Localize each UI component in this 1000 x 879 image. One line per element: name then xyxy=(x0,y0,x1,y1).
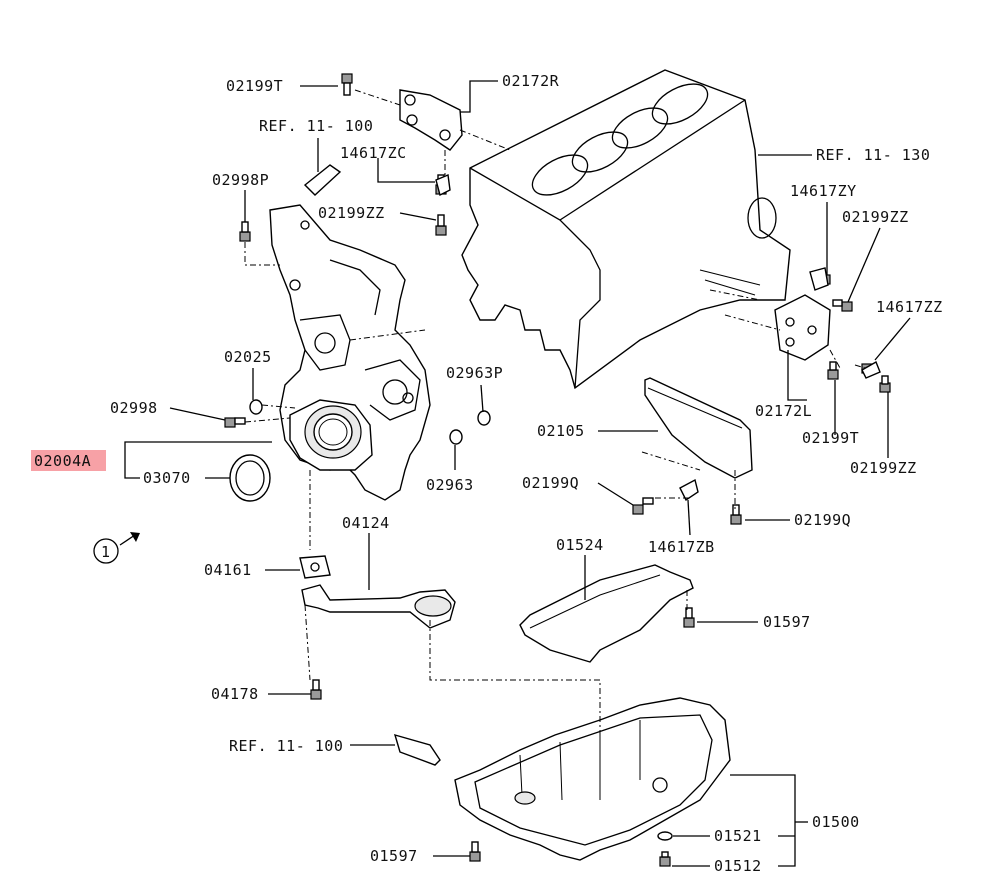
oil-pump xyxy=(289,399,373,471)
label-02199zz-right[interactable]: 02199ZZ xyxy=(842,208,909,226)
label-ref-11-100-bottom[interactable]: REF. 11- 100 xyxy=(229,737,343,755)
label-01597-bottom[interactable]: 01597 xyxy=(370,847,418,865)
view-callout: 1 xyxy=(93,532,140,564)
label-02199t-right[interactable]: 02199T xyxy=(802,429,859,447)
label-01597-right[interactable]: 01597 xyxy=(763,613,811,631)
label-04178[interactable]: 04178 xyxy=(211,685,259,703)
label-02025[interactable]: 02025 xyxy=(224,348,272,366)
label-14617zy[interactable]: 14617ZY xyxy=(790,182,857,200)
engine-block xyxy=(461,69,791,390)
leader-lines xyxy=(124,80,911,867)
sealant-tube-top xyxy=(303,164,342,196)
label-14617zb[interactable]: 14617ZB xyxy=(648,538,715,556)
o-ring-02963 xyxy=(449,429,463,445)
callout-number: 1 xyxy=(101,543,111,561)
oil-seal-03070 xyxy=(229,454,271,502)
label-02004a[interactable]: 02004A xyxy=(34,452,91,470)
label-ref-11-100-top[interactable]: REF. 11- 100 xyxy=(259,117,373,135)
label-03070[interactable]: 03070 xyxy=(143,469,191,487)
bracket-02172r xyxy=(399,89,463,151)
label-ref-11-130[interactable]: REF. 11- 130 xyxy=(816,146,930,164)
bracket-02172l xyxy=(774,294,831,361)
label-01512[interactable]: 01512 xyxy=(714,857,762,875)
baffle-01524 xyxy=(519,564,694,663)
label-02105[interactable]: 02105 xyxy=(537,422,585,440)
gasket-04161 xyxy=(299,555,331,579)
label-02998p[interactable]: 02998P xyxy=(212,171,269,189)
label-02199zz-left[interactable]: 02199ZZ xyxy=(318,204,385,222)
bolts xyxy=(224,73,891,867)
label-14617zz[interactable]: 14617ZZ xyxy=(876,298,943,316)
label-02172r[interactable]: 02172R xyxy=(502,72,560,90)
label-02963[interactable]: 02963 xyxy=(426,476,474,494)
label-04124[interactable]: 04124 xyxy=(342,514,390,532)
label-02998[interactable]: 02998 xyxy=(110,399,158,417)
label-14617zc[interactable]: 14617ZC xyxy=(340,144,407,162)
alignment-lines xyxy=(244,89,866,790)
oil-strainer-04124 xyxy=(301,584,456,629)
label-02199q-right[interactable]: 02199Q xyxy=(794,511,851,529)
part-labels: 02199T 02172R REF. 11- 100 14617ZC 02998… xyxy=(34,72,943,875)
oil-pan-01500 xyxy=(454,697,731,861)
label-01500[interactable]: 01500 xyxy=(812,813,860,831)
label-02963p[interactable]: 02963P xyxy=(446,364,503,382)
label-04161[interactable]: 04161 xyxy=(204,561,252,579)
o-ring-02963p xyxy=(477,410,491,426)
label-02199zz-lower[interactable]: 02199ZZ xyxy=(850,459,917,477)
o-ring-02025 xyxy=(249,399,263,415)
sealant-tube-bottom xyxy=(393,733,441,766)
label-02199t-top[interactable]: 02199T xyxy=(226,77,283,95)
label-01524[interactable]: 01524 xyxy=(556,536,604,554)
label-01521[interactable]: 01521 xyxy=(714,827,762,845)
label-02199q-left[interactable]: 02199Q xyxy=(522,474,579,492)
highlight-box xyxy=(31,450,106,471)
baffle-02105 xyxy=(644,377,753,479)
label-02172l[interactable]: 02172L xyxy=(755,402,812,420)
